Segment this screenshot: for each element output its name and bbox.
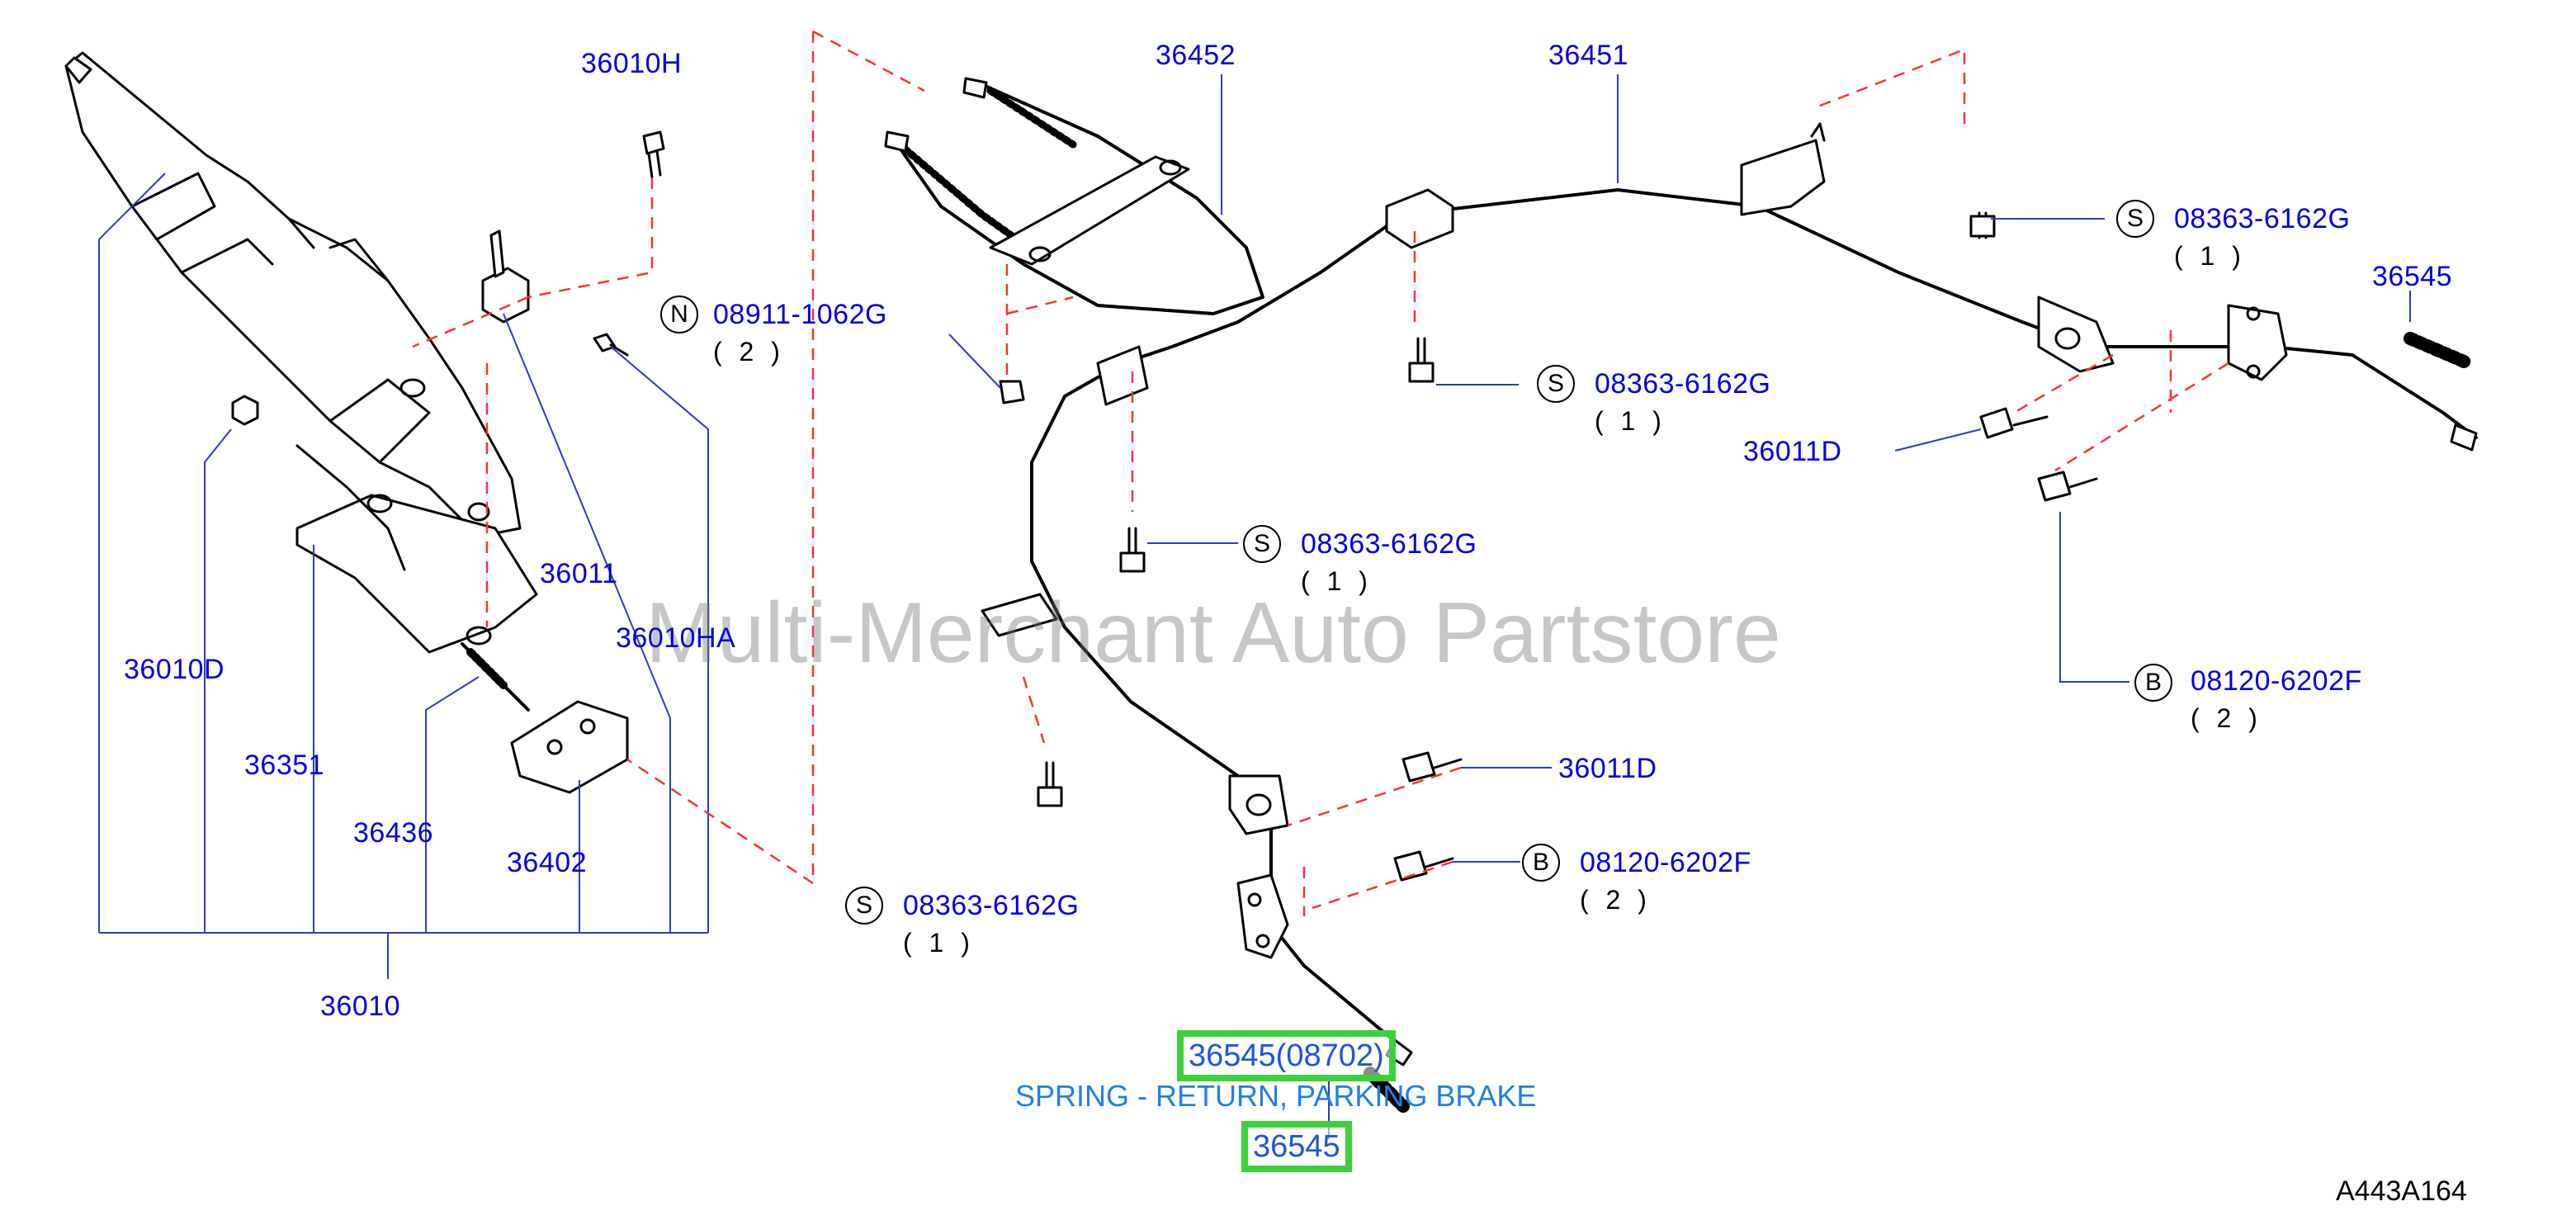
highlight-36545[interactable]: 36545 bbox=[1241, 1121, 1352, 1172]
rear-cable-illustration bbox=[981, 122, 2478, 1067]
highlight-36545-08702[interactable]: 36545(08702) bbox=[1177, 1030, 1396, 1081]
label-08120-6202F-mid: 08120-6202F bbox=[1580, 847, 1751, 878]
label-08363-6162G-top-right: 08363-6162G bbox=[2174, 203, 2351, 234]
label-08911-1062G: 08911-1062G bbox=[713, 299, 887, 330]
front-cable-illustration bbox=[884, 77, 1264, 315]
label-36402: 36402 bbox=[507, 847, 588, 878]
label-36011D-right: 36011D bbox=[1743, 436, 1842, 467]
label-36351: 36351 bbox=[244, 750, 325, 781]
badge-S-top-right: S bbox=[2116, 200, 2154, 238]
label-36011D-mid: 36011D bbox=[1558, 753, 1657, 784]
badge-S-mid: S bbox=[1537, 365, 1575, 403]
diagram-code: A443A164 bbox=[2336, 1175, 2467, 1207]
brake-lever-illustration bbox=[64, 51, 665, 794]
qty-08120-6202F-mid: ( 2 ) bbox=[1580, 885, 1652, 915]
label-36010: 36010 bbox=[320, 991, 401, 1022]
label-08363-6162G-mid: 08363-6162G bbox=[1595, 368, 1771, 400]
caption-spring-return: SPRING - RETURN, PARKING BRAKE bbox=[1015, 1079, 1537, 1113]
spring-right bbox=[2403, 332, 2474, 370]
qty-08363-6162G-bottom: ( 1 ) bbox=[903, 928, 975, 958]
label-08363-6162G-bottom: 08363-6162G bbox=[903, 890, 1080, 921]
label-08363-6162G-left: 08363-6162G bbox=[1301, 528, 1477, 560]
label-08120-6202F-right: 08120-6202F bbox=[2191, 665, 2362, 697]
label-36436: 36436 bbox=[353, 817, 434, 849]
label-36545-right: 36545 bbox=[2372, 261, 2453, 292]
qty-08363-6162G-top-right: ( 1 ) bbox=[2174, 241, 2246, 271]
qty-08363-6162G-mid: ( 1 ) bbox=[1595, 406, 1666, 436]
qty-08120-6202F-right: ( 2 ) bbox=[2191, 703, 2262, 733]
label-36452: 36452 bbox=[1156, 40, 1236, 71]
label-36451: 36451 bbox=[1548, 40, 1629, 71]
badge-S-bottom: S bbox=[845, 887, 883, 925]
badge-N: N bbox=[660, 296, 698, 333]
qty-08911-1062G: ( 2 ) bbox=[713, 337, 785, 367]
label-36010HA: 36010HA bbox=[616, 622, 736, 654]
dashed-leader-lines bbox=[412, 30, 2229, 916]
badge-B-right: B bbox=[2134, 664, 2172, 702]
badge-S-left: S bbox=[1243, 525, 1281, 563]
qty-08363-6162G-left: ( 1 ) bbox=[1301, 566, 1373, 596]
label-36011: 36011 bbox=[540, 558, 618, 589]
label-36010D: 36010D bbox=[124, 654, 225, 685]
label-36010H: 36010H bbox=[581, 48, 683, 79]
watermark-text: Multi-Merchant Auto Partstore bbox=[645, 585, 1781, 681]
badge-B-mid: B bbox=[1522, 844, 1560, 882]
fasteners-illustration bbox=[999, 211, 2098, 882]
